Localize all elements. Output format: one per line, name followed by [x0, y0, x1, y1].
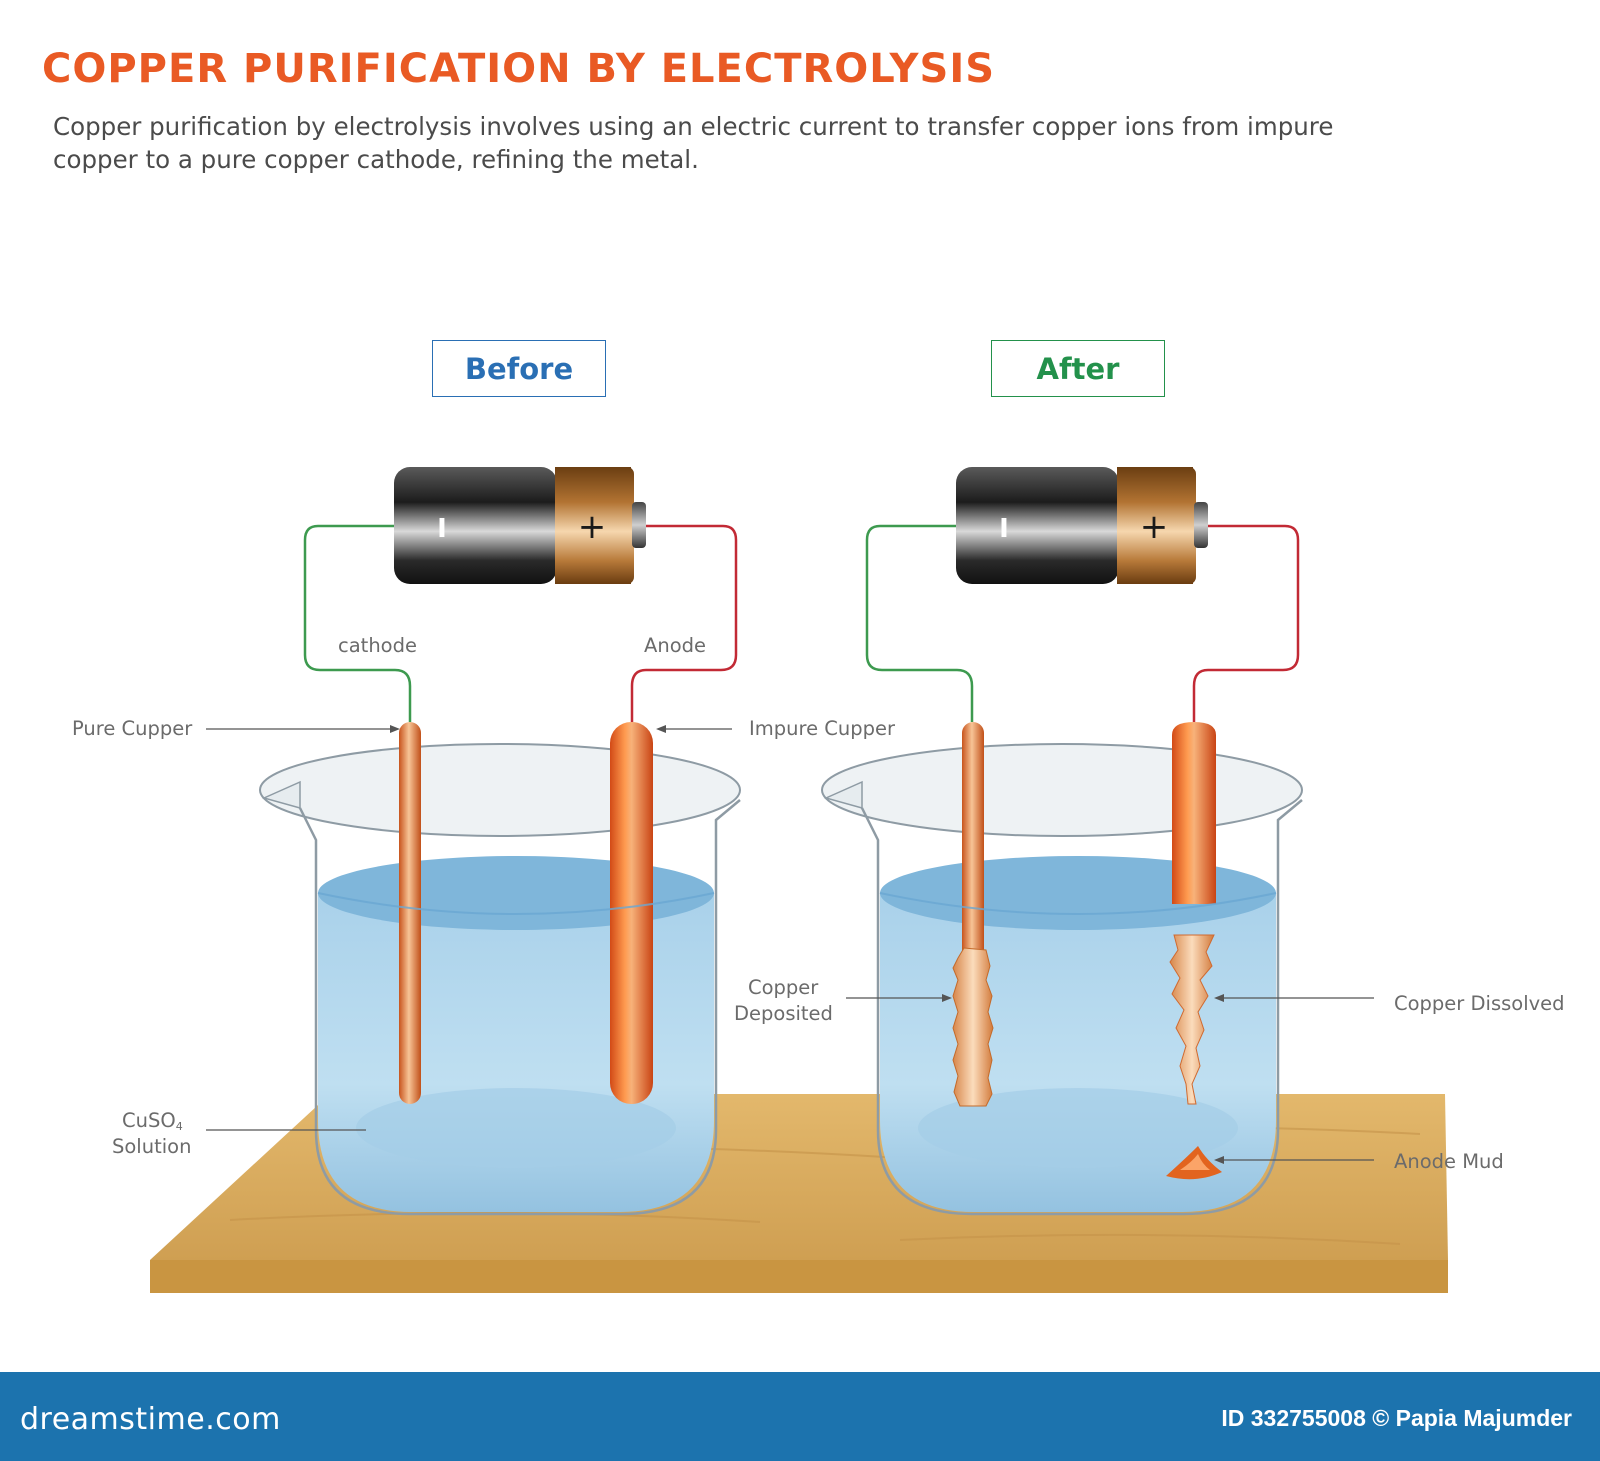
label-cuso4-subscript: 4	[176, 1120, 183, 1133]
battery-negative-symbol: I	[999, 514, 1009, 544]
stage-label-before: Before	[432, 340, 606, 397]
footer-logo[interactable]: dreamstime.com	[20, 1402, 281, 1437]
footer-credit: ID 332755008 © Papia Majumder	[1221, 1405, 1572, 1431]
label-cuso4-formula-text: CuSO	[122, 1109, 176, 1132]
wire-negative-after	[865, 524, 974, 722]
label-cuso4-solution: Solution	[112, 1135, 191, 1158]
anode-rod-before	[610, 722, 653, 1104]
label-cuso4-formula: CuSO4	[122, 1109, 183, 1133]
after-setup: I +	[821, 467, 1374, 1216]
battery-positive-symbol: +	[1140, 507, 1169, 547]
label-pure-copper: Pure Cupper	[72, 717, 193, 740]
battery-after: I +	[956, 467, 1208, 584]
anode-rod-after	[1172, 722, 1216, 904]
label-copper-deposited-line2: Deposited	[734, 1002, 833, 1025]
label-anode: Anode	[644, 634, 706, 657]
wire-negative-before	[303, 524, 412, 722]
before-setup: I +	[206, 467, 741, 1216]
wire-positive-before	[630, 524, 738, 722]
label-anode-mud: Anode Mud	[1394, 1150, 1504, 1173]
electrolysis-diagram: I + I +	[72, 467, 1565, 1293]
copper-deposit	[952, 947, 994, 1107]
battery-before: I +	[394, 467, 646, 584]
label-copper-deposited-line1: Copper	[748, 976, 819, 999]
battery-positive-symbol: +	[578, 507, 607, 547]
label-cathode: cathode	[338, 634, 417, 657]
cathode-rod-before	[399, 722, 421, 1104]
page-description: Copper purification by electrolysis invo…	[53, 112, 1334, 174]
page-title: COPPER PURIFICATION BY ELECTROLYSIS	[42, 46, 996, 92]
label-copper-dissolved: Copper Dissolved	[1394, 992, 1565, 1015]
footer-bar: dreamstime.com ID 332755008 © Papia Maju…	[0, 1372, 1600, 1461]
wire-positive-after	[1192, 524, 1300, 722]
stage-label-after: After	[991, 340, 1165, 397]
label-impure-copper: Impure Cupper	[749, 717, 896, 740]
battery-negative-symbol: I	[437, 514, 447, 544]
copper-dissolved-remnant	[1169, 934, 1215, 1105]
